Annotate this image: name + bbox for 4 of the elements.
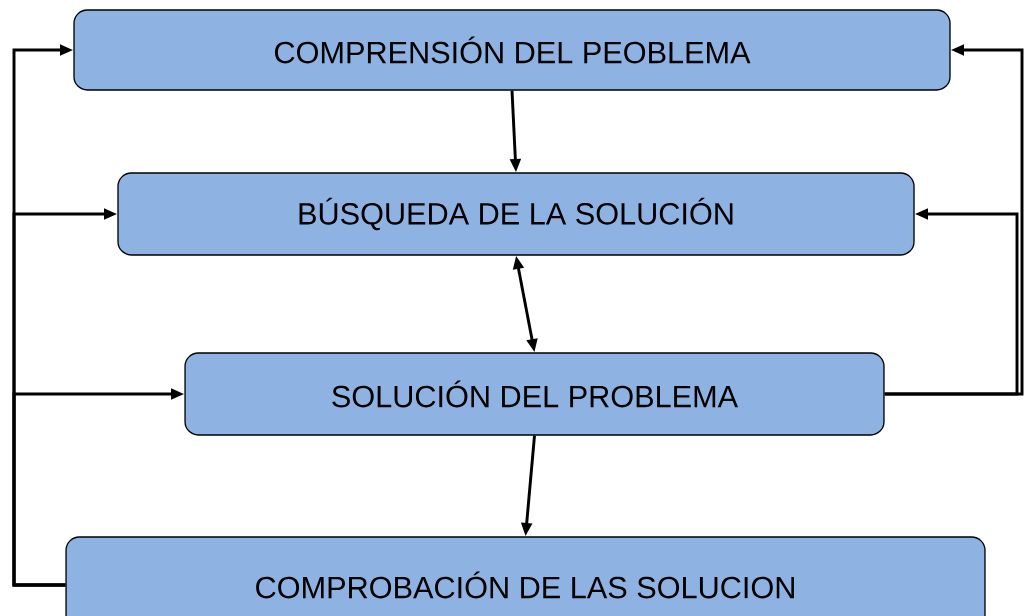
process-box: COMPROBACIÓN DE LAS SOLUCION	[65, 536, 986, 616]
process-box: SOLUCIÓN DEL PROBLEMA	[184, 352, 885, 436]
process-box: BÚSQUEDA DE LA SOLUCIÓN	[117, 172, 915, 256]
process-box: COMPRENSIÓN DEL PEOBLEMA	[73, 9, 951, 91]
